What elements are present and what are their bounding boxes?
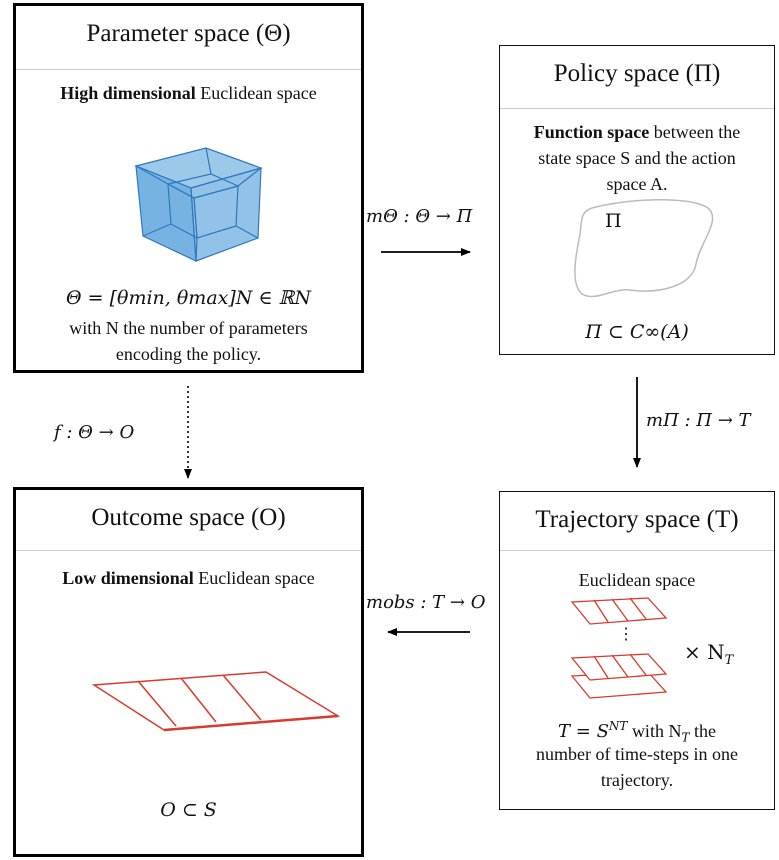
hypercube-icon	[134, 147, 263, 262]
trajectory-space-separator	[500, 550, 774, 551]
m-pi-label: mΠ : Π → T	[646, 410, 751, 431]
parameter-space-title: Parameter space (Θ)	[86, 20, 291, 47]
policy-space-description-line2: state space S and the action	[538, 148, 736, 168]
outcome-space-description: Low dimensional Euclidean space	[62, 568, 315, 588]
policy-space-separator	[500, 108, 774, 109]
trajectory-formula: T = SNT with NT the	[558, 719, 716, 745]
policy-space-description-line3: space A.	[606, 174, 668, 194]
parameter-space-separator	[16, 69, 361, 70]
parameter-space-formula: Θ = [θmin, θmax]N ∈ ℝN	[66, 287, 311, 309]
outcome-space-box: Outcome space (O) Low dimensional Euclid…	[13, 487, 364, 857]
parameter-space-line1: with N the number of parameters	[69, 318, 308, 338]
m-theta-label: mΘ : Θ → Π	[366, 206, 473, 227]
trajectory-space-title: Trajectory space (T)	[535, 506, 739, 533]
outcome-space-title: Outcome space (O)	[91, 504, 286, 531]
function-space-blob	[574, 199, 714, 298]
outcome-space-formula: O ⊂ S	[160, 799, 217, 821]
policy-space-description-line1: Function space between the	[533, 122, 741, 142]
parameter-space-box: Parameter space (Θ) High dimensional Euc…	[13, 3, 364, 373]
outcome-space-separator	[16, 550, 361, 551]
policy-space-box: Policy space (Π) Function space between …	[499, 45, 775, 355]
outcome-plane-icon	[91, 671, 341, 732]
trajectory-space-description: Euclidean space	[578, 570, 696, 590]
trajectory-line3: trajectory.	[600, 770, 674, 790]
f-label: f : Θ → O	[54, 422, 135, 443]
trajectory-ellipsis: ⋮	[618, 624, 634, 643]
policy-space-formula: Π ⊂ C∞(A)	[585, 321, 689, 343]
m-obs-label: mobs : T → O	[366, 592, 486, 613]
trajectory-multiplier: × NT	[684, 640, 734, 668]
parameter-space-line2: encoding the policy.	[115, 344, 262, 364]
trajectory-line2: number of time-steps in one	[536, 744, 738, 764]
function-space-blob-label: Π	[605, 210, 622, 232]
policy-space-title: Policy space (Π)	[553, 60, 721, 87]
trajectory-space-box: Trajectory space (T) Euclidean space ⋮ ×…	[499, 491, 775, 810]
trajectory-stack-icon	[570, 597, 668, 699]
parameter-space-description: High dimensional Euclidean space	[60, 83, 317, 103]
